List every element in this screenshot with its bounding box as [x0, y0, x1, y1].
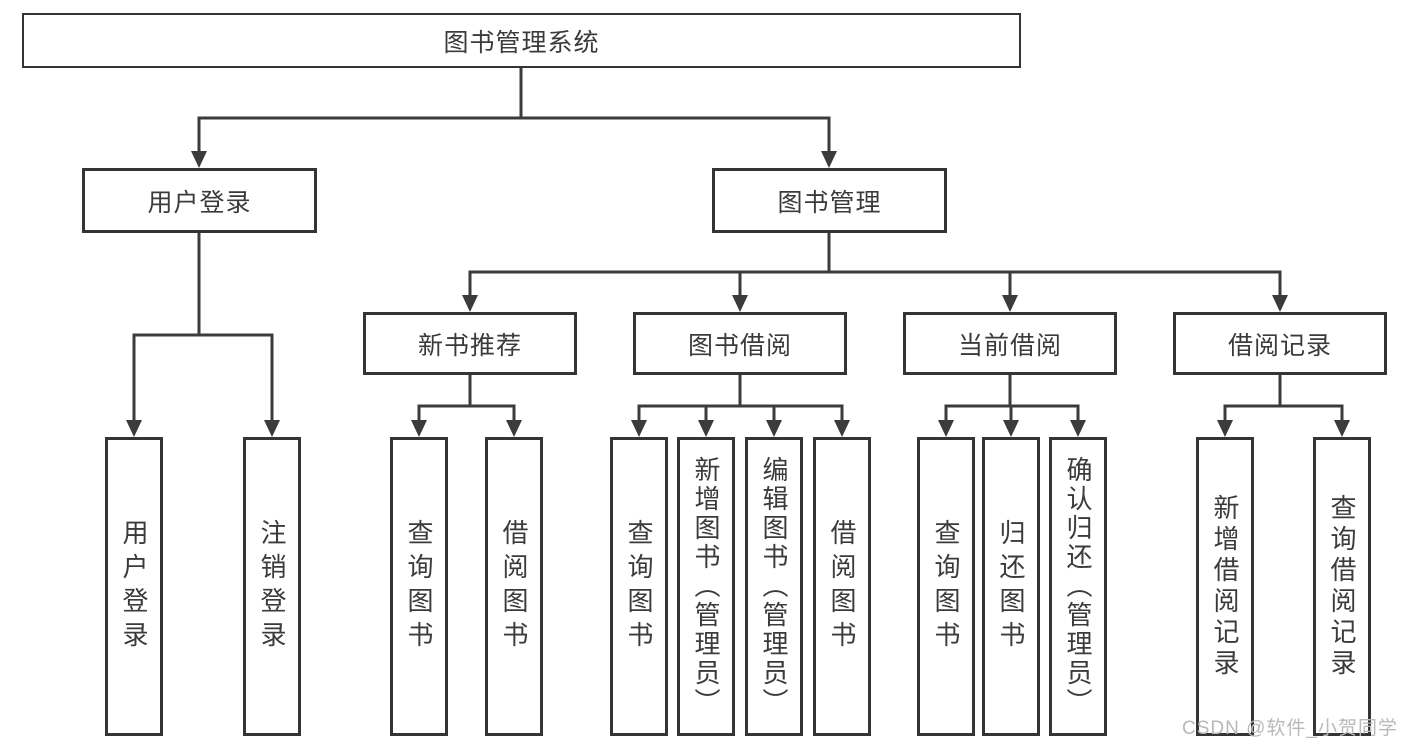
- leaf-query-books-1: 查询图书: [390, 437, 448, 736]
- arrow-down-icon: [698, 420, 714, 437]
- leaf-logout: 注销登录: [243, 437, 301, 736]
- node-current-borrowing: 当前借阅: [903, 312, 1117, 375]
- leaf-user-login: 用户登录: [105, 437, 163, 736]
- node-new-book-recommendation: 新书推荐: [363, 312, 577, 375]
- leaf-return-book: 归还图书: [982, 437, 1040, 736]
- arrow-down-icon: [1334, 420, 1350, 437]
- arrow-down-icon: [506, 420, 522, 437]
- node-borrowing-records: 借阅记录: [1173, 312, 1387, 375]
- connector-new-book-rec-to-leaves: [411, 373, 522, 437]
- arrow-down-icon: [1003, 420, 1019, 437]
- connector-user-login-to-leaves: [126, 231, 280, 437]
- arrow-down-icon: [126, 420, 142, 437]
- arrow-down-icon: [1070, 420, 1086, 437]
- node-user-login: 用户登录: [82, 168, 317, 233]
- arrow-down-icon: [1272, 295, 1288, 312]
- node-book-borrowing: 图书借阅: [633, 312, 847, 375]
- arrow-down-icon: [766, 420, 782, 437]
- leaf-query-borrow-record: 查询借阅记录: [1313, 437, 1371, 736]
- leaf-add-borrow-record: 新增借阅记录: [1196, 437, 1254, 736]
- leaf-add-book-admin: 新增图书（管理员）: [677, 437, 735, 736]
- leaf-confirm-return-admin: 确认归还（管理员）: [1049, 437, 1107, 736]
- arrow-down-icon: [264, 420, 280, 437]
- arrow-down-icon: [411, 420, 427, 437]
- leaf-borrow-books-2: 借阅图书: [813, 437, 871, 736]
- node-book-management: 图书管理: [712, 168, 947, 233]
- arrow-down-icon: [1002, 295, 1018, 312]
- arrow-down-icon: [821, 151, 837, 168]
- leaf-borrow-books-1: 借阅图书: [485, 437, 543, 736]
- arrow-down-icon: [732, 295, 748, 312]
- arrow-down-icon: [462, 295, 478, 312]
- leaf-query-books-3: 查询图书: [917, 437, 975, 736]
- connector-root-to-level2: [191, 66, 837, 168]
- leaf-edit-book-admin: 编辑图书（管理员）: [745, 437, 803, 736]
- connector-book-borrow-to-leaves: [631, 373, 850, 437]
- arrow-down-icon: [1217, 420, 1233, 437]
- node-library-management-system: 图书管理系统: [22, 13, 1021, 68]
- connector-current-borrow-to-leaves: [938, 373, 1086, 437]
- arrow-down-icon: [834, 420, 850, 437]
- arrow-down-icon: [191, 151, 207, 168]
- arrow-down-icon: [631, 420, 647, 437]
- connector-borrow-records-to-leaves: [1217, 373, 1350, 437]
- leaf-query-books-2: 查询图书: [610, 437, 668, 736]
- connector-book-mgmt-to-level3: [462, 231, 1288, 312]
- arrow-down-icon: [938, 420, 954, 437]
